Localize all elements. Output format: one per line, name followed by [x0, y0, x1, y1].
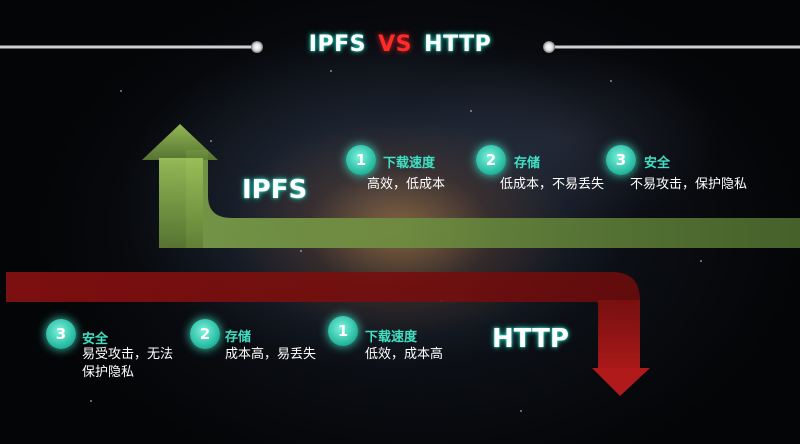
http-feature-2-desc: 成本高，易丢失	[225, 347, 317, 362]
http-feature-2-badge: 2	[190, 319, 220, 349]
ipfs-feature-2-badge: 2	[476, 145, 506, 175]
title-dot-right	[543, 41, 555, 53]
ipfs-feature-3-desc: 不易攻击，保护隐私	[630, 177, 748, 192]
http-feature-1-desc: 低效，成本高	[365, 347, 444, 362]
star	[470, 110, 472, 112]
http-feature-3-desc-line2: 保护隐私	[82, 365, 135, 380]
http-feature-1-badge: 1	[328, 316, 358, 346]
http-feature-1-title: 下载速度	[365, 330, 418, 345]
http-feature-3-desc: 易受攻击，无法 保护隐私	[82, 346, 173, 382]
star	[520, 410, 522, 412]
star	[700, 260, 702, 262]
star	[300, 250, 302, 252]
http-feature-3-badge: 3	[46, 319, 76, 349]
ipfs-feature-1-desc: 高效，低成本	[367, 177, 446, 192]
http-feature-2-title: 存储	[225, 330, 252, 345]
http-arrow	[6, 272, 650, 396]
http-feature-3-title: 安全	[82, 332, 109, 347]
page-title: IPFS VS HTTP	[0, 32, 800, 57]
ipfs-feature-3-title: 安全	[644, 156, 671, 171]
star	[210, 140, 212, 142]
title-http: HTTP	[424, 32, 492, 57]
ipfs-feature-2-desc: 低成本，不易丢失	[500, 177, 605, 192]
ipfs-feature-3-badge: 3	[606, 145, 636, 175]
ipfs-feature-1-badge: 1	[346, 145, 376, 175]
title-dot-left	[251, 41, 263, 53]
title-ipfs: IPFS	[308, 32, 366, 57]
star	[330, 70, 332, 72]
http-label: HTTP	[492, 324, 569, 354]
ipfs-feature-1-title: 下载速度	[383, 156, 436, 171]
star	[120, 90, 122, 92]
star	[90, 400, 92, 402]
ipfs-arrow	[142, 124, 800, 248]
ipfs-label: IPFS	[242, 175, 308, 205]
ipfs-feature-2-title: 存储	[514, 156, 541, 171]
title-vs: VS	[378, 32, 412, 57]
star	[610, 80, 612, 82]
http-feature-3-desc-line1: 易受攻击，无法	[82, 347, 174, 362]
